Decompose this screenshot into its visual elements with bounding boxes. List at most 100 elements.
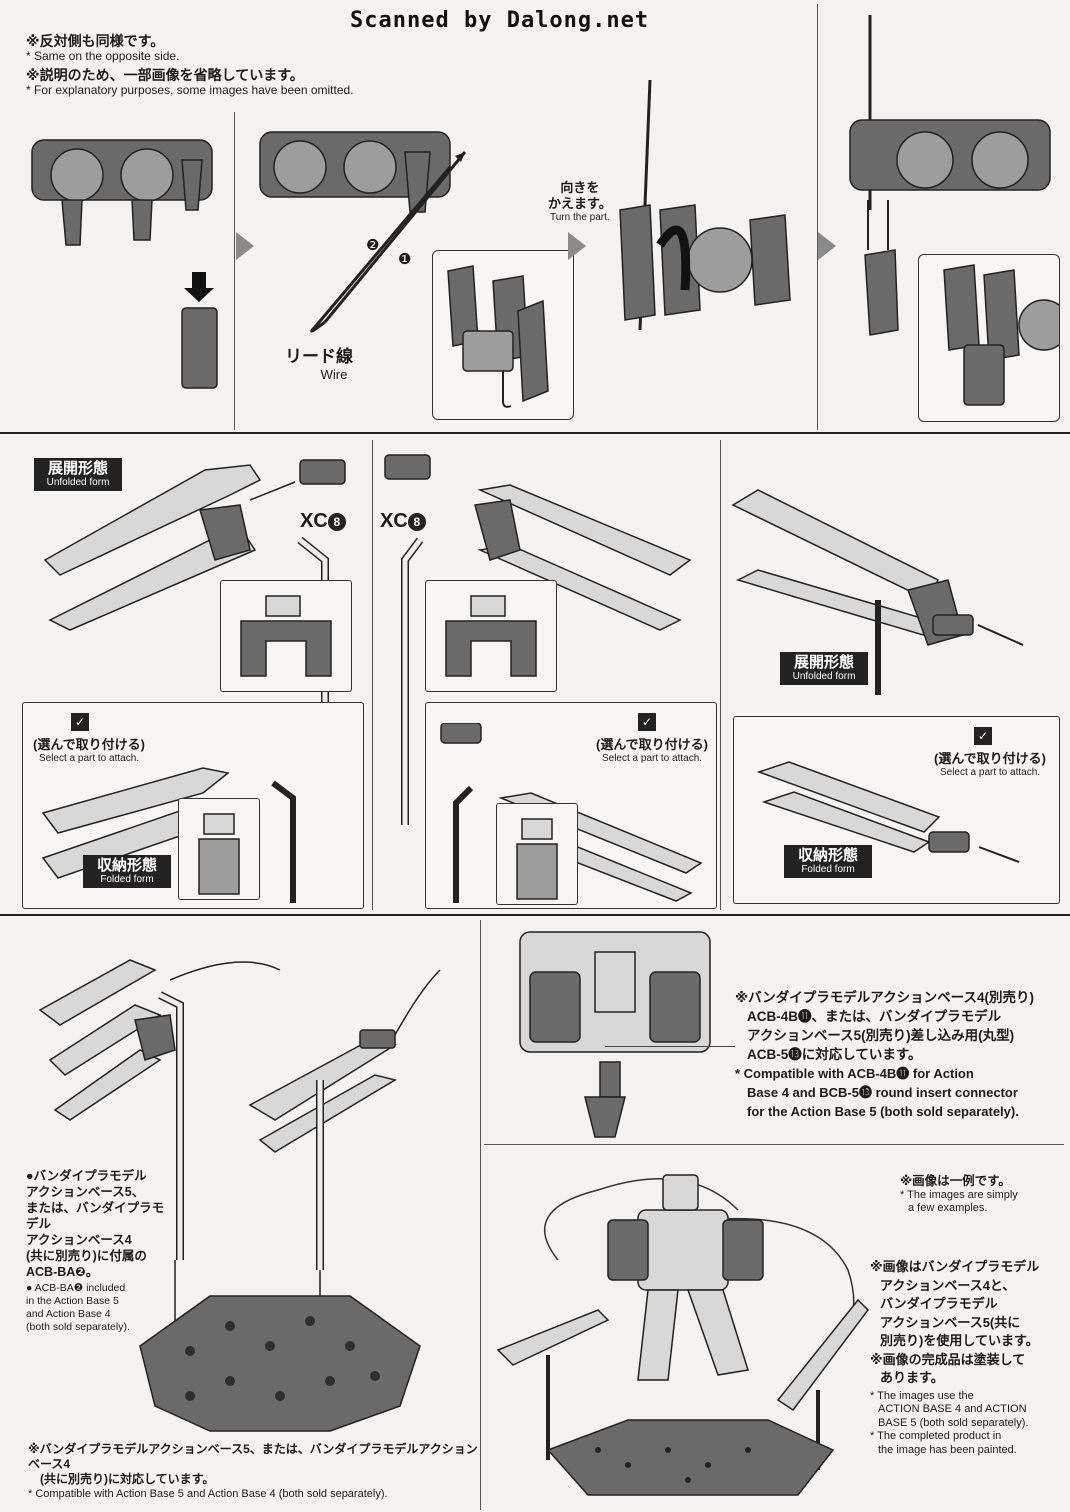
example-note: ※画像は一例です。 * The images are simply a few … bbox=[900, 1170, 1060, 1215]
image-note-en-4: * The completed product in bbox=[870, 1430, 1002, 1442]
unfolded-form-jp: 展開形態 bbox=[793, 654, 854, 671]
select-note-jp: (選んで取り付ける) bbox=[33, 737, 146, 752]
compat-note-jp-1: ※バンダイプラモデルアクションベース4(別売り) bbox=[735, 990, 1034, 1005]
illustration-wire-through bbox=[849, 15, 1051, 336]
detail-connector bbox=[240, 595, 332, 677]
detail-inset bbox=[425, 580, 557, 692]
acb-note-en-3: and Action Base 4 bbox=[26, 1308, 111, 1320]
example-note-en-1: * The images are simply bbox=[900, 1189, 1018, 1201]
detail-inset bbox=[220, 580, 352, 692]
detail-inset bbox=[432, 250, 574, 420]
detail-inset bbox=[918, 254, 1070, 422]
unfolded-form-tag: 展開形態 Unfolded form bbox=[34, 458, 122, 491]
select-note: (選んで取り付ける) Select a part to attach. bbox=[596, 737, 708, 765]
folded-form-jp: 収納形態 bbox=[797, 847, 858, 864]
section-divider bbox=[0, 914, 1070, 916]
pointer-line bbox=[605, 1046, 735, 1047]
illustration-action-base bbox=[139, 1295, 421, 1432]
folded-form-en: Folded form bbox=[100, 874, 154, 885]
xc-label: XC bbox=[380, 510, 408, 532]
note-omitted-jp: ※説明のため、一部画像を省略しています。 bbox=[26, 67, 304, 83]
illustration-completed-model bbox=[496, 1174, 869, 1496]
compat-note-jp-3: アクションベース5(別売り)差し込み用(丸型) bbox=[747, 1028, 1015, 1043]
image-note-jp-7: あります。 bbox=[880, 1370, 944, 1385]
select-part-icon: ✓ bbox=[638, 713, 656, 731]
detail-connector bbox=[445, 595, 537, 677]
acb-note-jp-3: または、バンダイプラモデル bbox=[26, 1201, 165, 1231]
bottom-note-en: * Compatible with Action Base 5 and Acti… bbox=[28, 1488, 388, 1500]
illustration-folded-binder bbox=[756, 761, 1020, 863]
bottom-note-jp-1: ※バンダイプラモデルアクションベース5、または、バンダイプラモデルアクションベー… bbox=[28, 1442, 478, 1471]
compat-note: ※バンダイプラモデルアクションベース4(別売り) ACB-4B⓫、または、バンダ… bbox=[735, 988, 1060, 1121]
step-number-1: ❶ bbox=[398, 251, 412, 268]
folded-panel: ✓ (選んで取り付ける) Select a part to attach. 収納… bbox=[22, 702, 364, 909]
illustration-wire-insert bbox=[259, 131, 467, 333]
acb-ba-note: ●バンダイプラモデル アクションベース5、 または、バンダイプラモデル アクショ… bbox=[26, 1168, 166, 1334]
step-arrow-icon bbox=[568, 232, 586, 260]
unfolded-form-en: Unfolded form bbox=[46, 477, 110, 488]
compat-note-en-1: * Compatible with ACB-4B⓫ for Action bbox=[735, 1066, 974, 1081]
acb-note-en-2: in the Action Base 5 bbox=[26, 1295, 119, 1307]
divider bbox=[720, 440, 721, 910]
bottom-compat-note: ※バンダイプラモデルアクションベース5、または、バンダイプラモデルアクションベー… bbox=[28, 1442, 478, 1501]
acb-note-jp-4: アクションベース4 bbox=[26, 1233, 132, 1247]
illustration-backpack-step1 bbox=[31, 139, 218, 389]
image-note-jp-6: ※画像の完成品は塗装して bbox=[870, 1351, 1026, 1367]
detail-inset bbox=[496, 803, 578, 905]
compat-note-en-2: Base 4 and BCB-5⓭ round insert connector bbox=[747, 1085, 1018, 1100]
turn-note: 向きを かえます。 Turn the part. bbox=[548, 180, 612, 224]
bottom-note-jp-2: (共に別売り)に対応しています。 bbox=[40, 1472, 215, 1486]
folded-panel: ✓ (選んで取り付ける) Select a part to attach. 収納… bbox=[733, 716, 1060, 904]
acb-note-jp-2: アクションベース5、 bbox=[26, 1185, 145, 1199]
image-note-jp-4: アクションベース5(共に bbox=[880, 1314, 1021, 1330]
image-note-en-3: BASE 5 (both sold separately). bbox=[878, 1416, 1029, 1429]
select-note-en: Select a part to attach. bbox=[38, 753, 140, 764]
note-same-side-en: * Same on the opposite side. bbox=[26, 49, 180, 63]
folded-form-jp: 収納形態 bbox=[96, 857, 157, 874]
note-same-side-jp: ※反対側も同様です。 bbox=[26, 33, 165, 49]
xc-number: 8 bbox=[327, 512, 346, 531]
acb-note-jp-5: (共に別売り)に付属の bbox=[26, 1249, 147, 1263]
compat-note-jp-2: ACB-4B⓫、または、バンダイプラモデル bbox=[747, 1009, 1002, 1024]
xc-number: 8 bbox=[407, 512, 426, 531]
select-note-en: Select a part to attach. bbox=[601, 753, 703, 764]
select-part-icon: ✓ bbox=[71, 713, 89, 731]
example-note-jp: ※画像は一例です。 bbox=[900, 1174, 1011, 1188]
example-note-en-2: a few examples. bbox=[908, 1202, 988, 1214]
unfolded-form-jp: 展開形態 bbox=[47, 460, 108, 477]
detail-illustration bbox=[943, 264, 1070, 406]
detail-inset bbox=[178, 798, 260, 900]
wire-label-jp: リード線 bbox=[285, 347, 353, 366]
image-note-jp-2: アクションベース4と、 bbox=[880, 1277, 1016, 1293]
select-note: (選んで取り付ける) Select a part to attach. bbox=[934, 751, 1046, 779]
select-note-jp: (選んで取り付ける) bbox=[934, 751, 1047, 766]
illustration-mounted-binder bbox=[731, 489, 1024, 695]
image-note-en-1: * The images use the bbox=[870, 1389, 974, 1402]
image-note-en-2: ACTION BASE 4 and ACTION bbox=[878, 1403, 1027, 1415]
xc-label: XC bbox=[300, 510, 328, 532]
select-note-jp: (選んで取り付ける) bbox=[596, 737, 709, 752]
wire-label-en: Wire bbox=[320, 367, 348, 382]
select-note: (選んで取り付ける) Select a part to attach. bbox=[33, 737, 145, 765]
turn-note-jp-1: 向きを bbox=[560, 180, 600, 195]
compat-note-en-3: for the Action Base 5 (both sold separat… bbox=[747, 1104, 1019, 1119]
folded-form-en: Folded form bbox=[801, 864, 855, 875]
unfolded-form-tag: 展開形態 Unfolded form bbox=[780, 652, 868, 685]
image-note-jp-3: バンダイプラモデル bbox=[880, 1296, 998, 1311]
illustration-turn-part bbox=[619, 79, 791, 331]
select-part-icon: ✓ bbox=[974, 727, 992, 745]
image-note-jp-1: ※画像はバンダイプラモデル bbox=[870, 1259, 1040, 1274]
illustration-unfolded-binder bbox=[384, 454, 692, 631]
detail-connector bbox=[198, 813, 240, 895]
folded-form-tag: 収納形態 Folded form bbox=[784, 845, 872, 878]
stand-rod bbox=[401, 537, 424, 825]
divider bbox=[480, 920, 481, 1510]
folded-panel: ✓ (選んで取り付ける) Select a part to attach. bbox=[425, 702, 717, 909]
step-arrow-icon bbox=[818, 232, 836, 260]
divider bbox=[817, 4, 818, 430]
step-arrow-icon bbox=[236, 232, 254, 260]
detail-illustration bbox=[447, 265, 549, 408]
watermark: Scanned by Dalong.net bbox=[350, 8, 650, 33]
divider bbox=[234, 112, 235, 430]
